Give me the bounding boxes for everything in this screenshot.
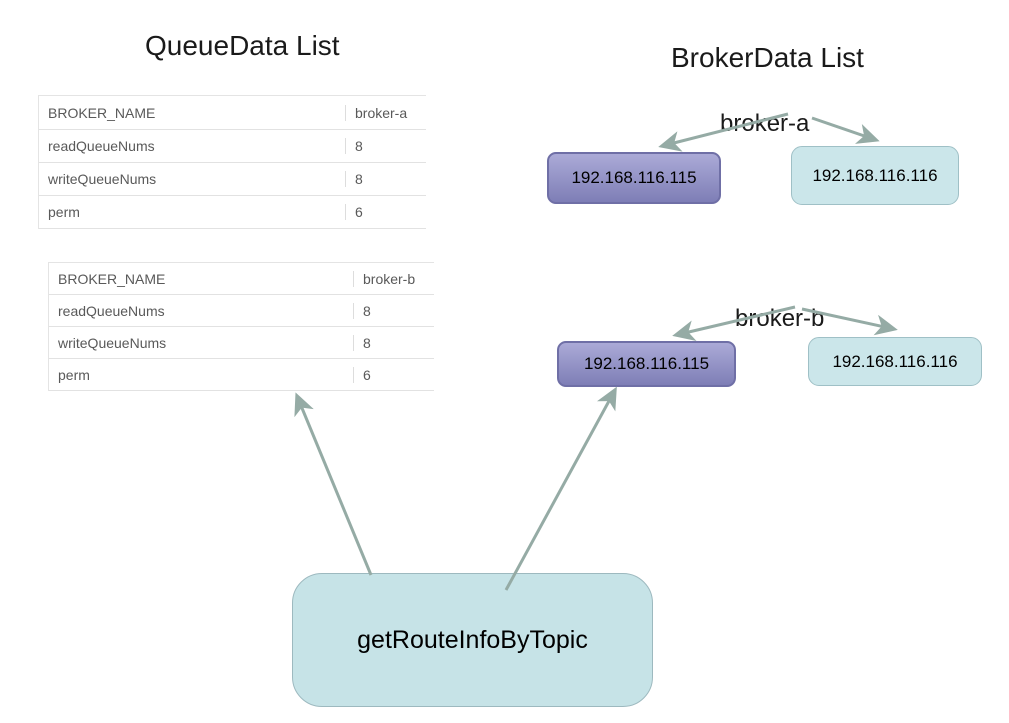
queue-data-list-title: QueueData List	[145, 30, 340, 61]
queue-data-table-broker-a: BROKER_NAME broker-a readQueueNums 8 wri…	[38, 95, 426, 229]
table-header-row: BROKER_NAME broker-a	[39, 96, 426, 130]
table-cell-key: perm	[49, 366, 354, 383]
table-row: readQueueNums 8	[39, 130, 426, 163]
table-header-row: BROKER_NAME broker-b	[49, 263, 434, 295]
table-row: readQueueNums 8	[49, 295, 434, 327]
table-header-value: broker-a	[355, 104, 408, 121]
arrow-method-to-queue-tables	[294, 392, 373, 576]
get-route-info-by-topic-node: getRouteInfoByTopic	[292, 573, 653, 707]
broker-b-slave-node: 192.168.116.116	[808, 337, 982, 386]
table-header-value: broker-b	[363, 270, 416, 287]
table-cell-value: 6	[363, 366, 371, 383]
table-cell-key: perm	[39, 204, 346, 220]
table-header-key: BROKER_NAME	[49, 270, 354, 287]
broker-a-slave-node: 192.168.116.116	[791, 146, 959, 205]
table-header-key: BROKER_NAME	[39, 104, 346, 121]
arrow-broker-a-to-slave	[811, 116, 880, 144]
table-row: perm 6	[39, 196, 426, 229]
table-cell-key: readQueueNums	[39, 138, 346, 154]
broker-a-master-node: 192.168.116.115	[547, 152, 721, 204]
table-cell-value: 8	[363, 302, 371, 319]
broker-b-label: broker-b	[735, 305, 825, 332]
table-cell-key: writeQueueNums	[39, 171, 346, 187]
table-cell-value: 6	[355, 204, 363, 220]
broker-data-list-title: BrokerData List	[671, 42, 864, 73]
table-cell-value: 8	[363, 334, 371, 351]
table-row: perm 6	[49, 359, 434, 391]
table-cell-key: writeQueueNums	[49, 334, 354, 351]
broker-b-master-node: 192.168.116.115	[557, 341, 736, 387]
table-cell-value: 8	[355, 138, 363, 154]
queue-data-table-broker-b: BROKER_NAME broker-b readQueueNums 8 wri…	[48, 262, 434, 391]
table-cell-key: readQueueNums	[49, 302, 354, 319]
broker-a-label: broker-a	[720, 110, 810, 137]
arrow-method-to-broker-b-master	[504, 386, 617, 591]
table-row: writeQueueNums 8	[39, 163, 426, 196]
table-cell-value: 8	[355, 171, 363, 187]
table-row: writeQueueNums 8	[49, 327, 434, 359]
